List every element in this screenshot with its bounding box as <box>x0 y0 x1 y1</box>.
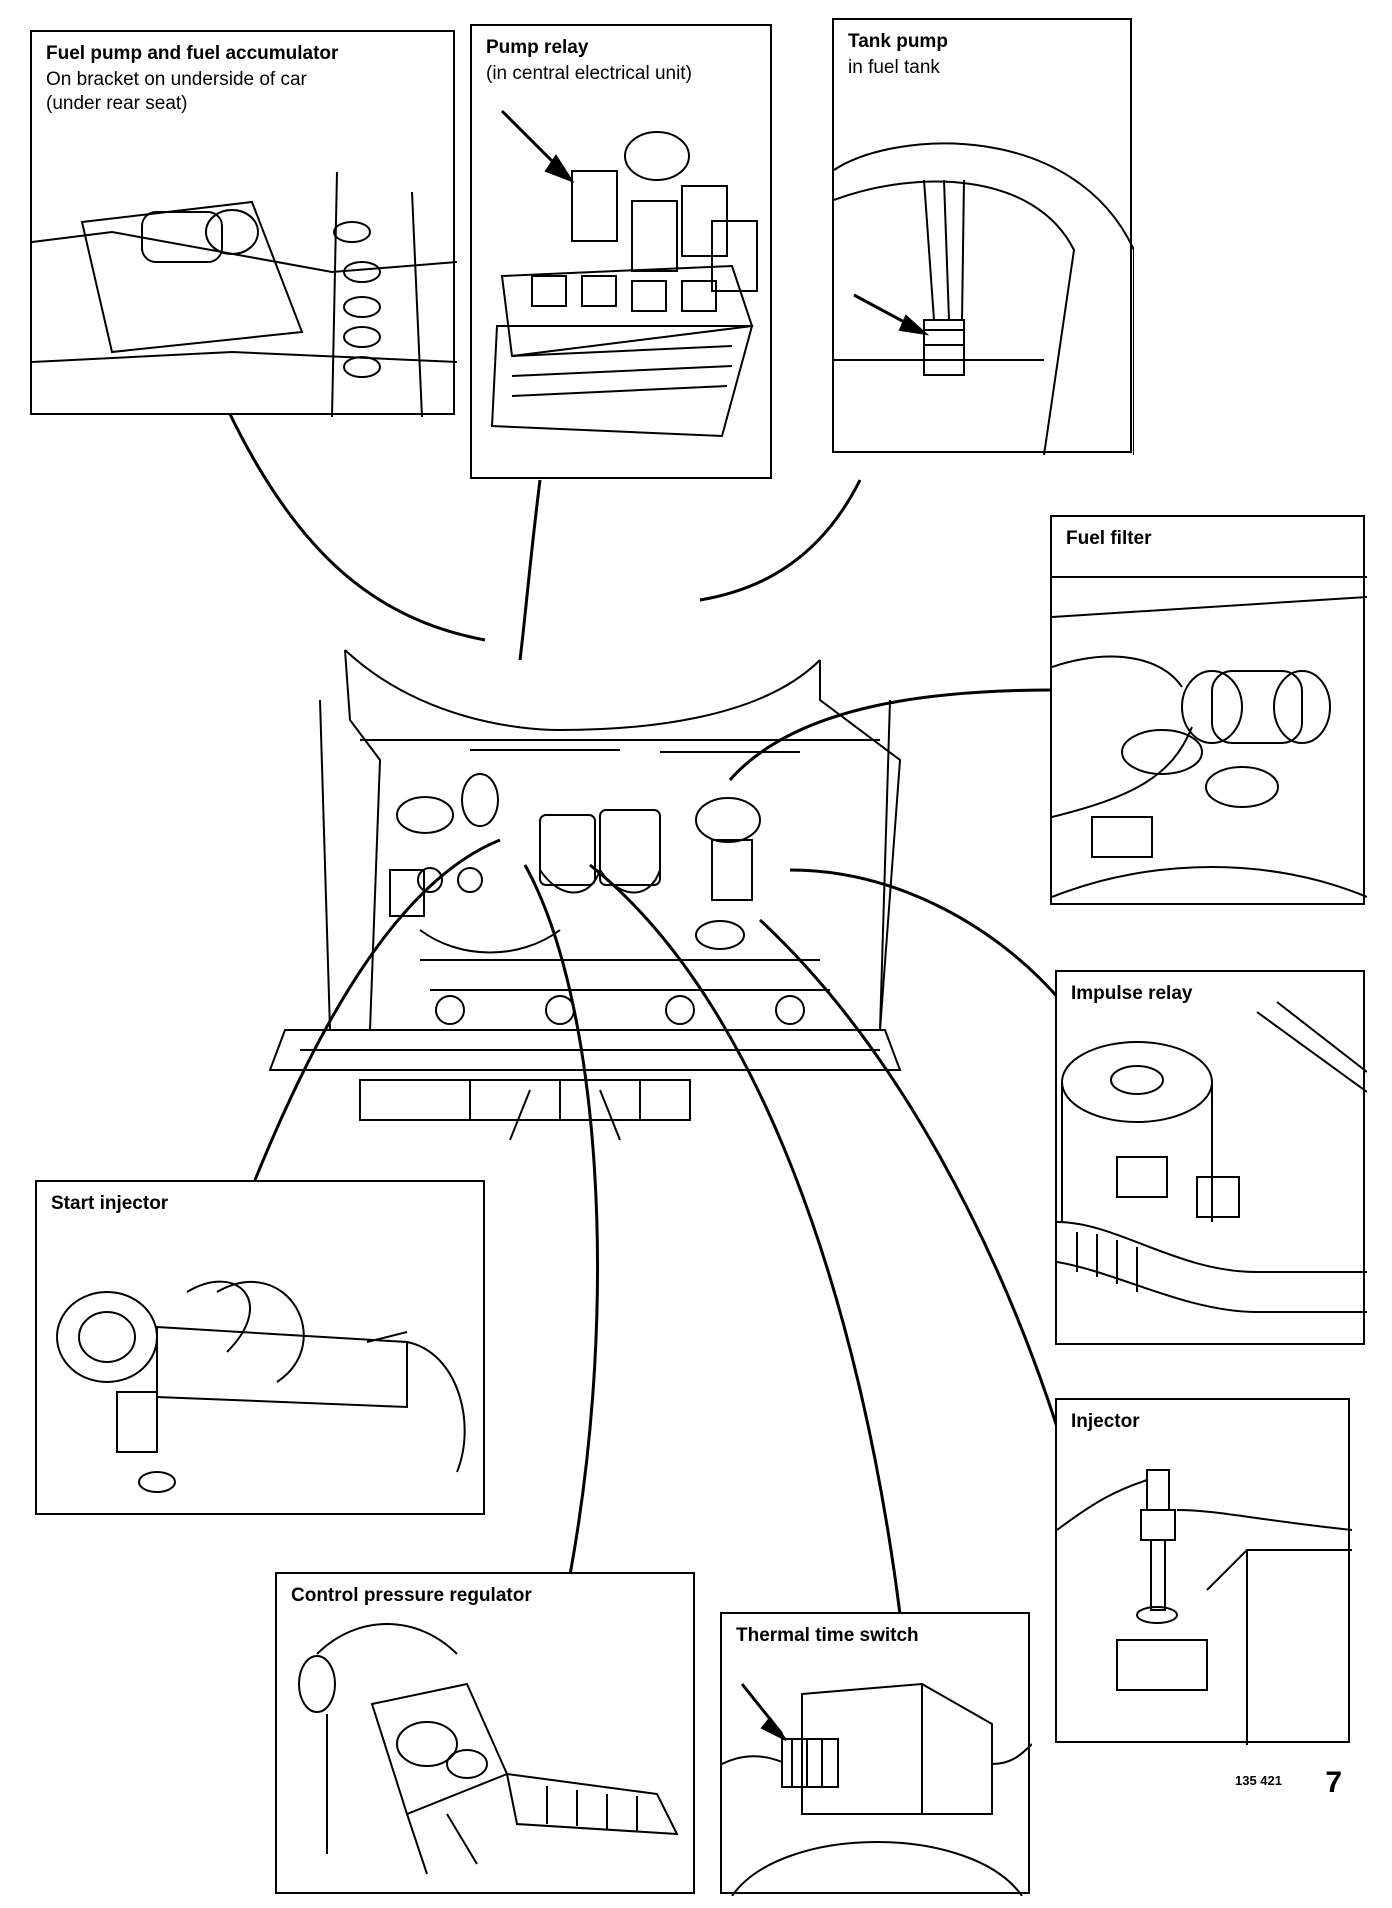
leader-start-injector <box>253 838 501 1181</box>
callout-title: Start injector <box>51 1193 169 1214</box>
callout-thermal-time-switch: Thermal time switch <box>720 1612 1032 1896</box>
leader-lines <box>226 409 1062 1615</box>
pump-relay-illustration <box>490 109 758 438</box>
leader-thermal-time-switch <box>589 863 902 1615</box>
impulse-relay-illustration <box>1057 1001 1367 1313</box>
callout-description: On bracket on underside of car <box>46 69 307 90</box>
callout-description: (under rear seat) <box>46 93 188 114</box>
callout-control-pressure-regulator: Control pressure regulator <box>275 1572 695 1894</box>
callout-impulse-relay: Impulse relay <box>1055 970 1367 1345</box>
engine-compartment-illustration <box>268 649 902 1141</box>
control-pressure-regulator-illustration <box>298 1623 679 1875</box>
callout-title: Control pressure regulator <box>291 1585 532 1606</box>
leader-pump-relay <box>518 479 542 661</box>
callout-title: Thermal time switch <box>736 1625 919 1646</box>
tank-pump-illustration <box>834 142 1134 455</box>
start-injector-illustration <box>56 1280 466 1493</box>
callout-tank-pump: Tank pump in fuel tank <box>832 18 1134 455</box>
callout-title: Injector <box>1071 1411 1140 1432</box>
leader-fuel-pump <box>226 409 486 642</box>
thermal-time-switch-illustration <box>722 1682 1032 1896</box>
callout-fuel-pump: Fuel pump and fuel accumulator On bracke… <box>30 30 457 417</box>
leader-fuel-filter <box>728 688 1056 781</box>
leader-control-pressure-regulator <box>523 864 599 1576</box>
leader-impulse-relay <box>789 868 1062 1001</box>
leader-injector <box>758 918 1060 1431</box>
injector-illustration <box>1057 1469 1352 1745</box>
callout-title: Fuel filter <box>1066 528 1152 549</box>
callout-description: in fuel tank <box>848 57 940 78</box>
callout-title: Pump relay <box>486 37 589 58</box>
figure-reference-number: 135 421 <box>1235 1773 1282 1788</box>
callout-start-injector: Start injector <box>35 1180 485 1515</box>
callout-title: Tank pump <box>848 31 948 52</box>
fuel-filter-illustration <box>1052 576 1367 898</box>
leader-tank-pump <box>699 479 862 602</box>
callout-fuel-filter: Fuel filter <box>1050 515 1367 905</box>
fuel-pump-illustration <box>32 171 457 417</box>
page-number: 7 <box>1325 1766 1342 1799</box>
callout-pump-relay: Pump relay (in central electrical unit) <box>470 24 772 479</box>
callout-title: Fuel pump and fuel accumulator <box>46 43 339 64</box>
callout-description: (in central electrical unit) <box>486 63 692 84</box>
callout-title: Impulse relay <box>1071 983 1193 1004</box>
callout-injector: Injector <box>1055 1398 1352 1745</box>
